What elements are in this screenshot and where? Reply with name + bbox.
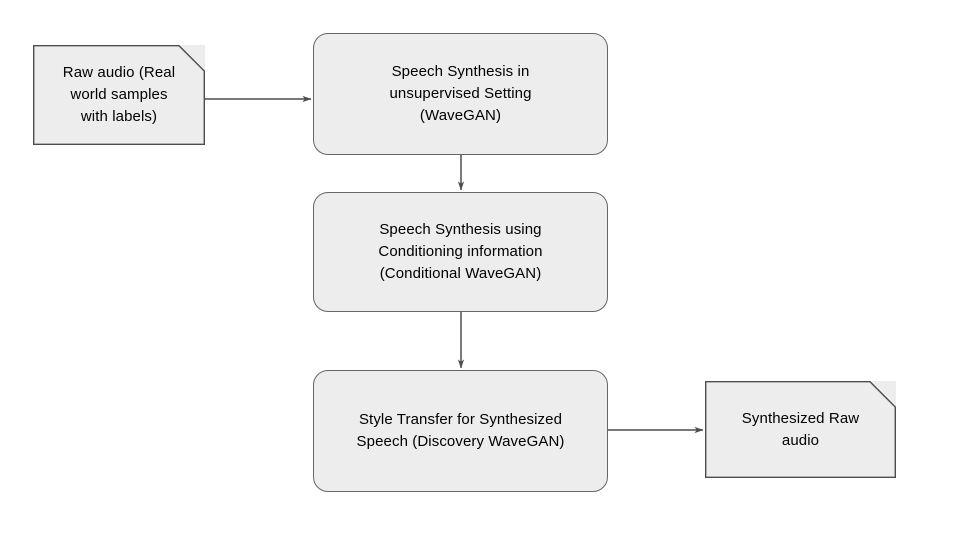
node-conditional-wavegan[interactable]: Speech Synthesis using Conditioning info…	[313, 192, 608, 312]
document-shape-icon	[33, 45, 205, 145]
node-wavegan-label: Speech Synthesis in unsupervised Setting…	[389, 63, 532, 124]
node-synthesized-raw-audio[interactable]: Synthesized Raw audio	[705, 381, 896, 478]
node-raw-audio-label: Raw audio (Real world samples with label…	[62, 64, 176, 125]
node-conditional-wavegan-label: Speech Synthesis using Conditioning info…	[378, 221, 543, 282]
node-discovery-wavegan-label: Style Transfer for Synthesized Speech (D…	[356, 411, 565, 450]
node-synthesized-raw-audio-label: Synthesized Raw audio	[741, 409, 860, 449]
node-raw-audio[interactable]: Raw audio (Real world samples with label…	[33, 45, 205, 145]
document-shape-icon	[705, 381, 896, 478]
node-wavegan[interactable]: Speech Synthesis in unsupervised Setting…	[313, 33, 608, 155]
node-discovery-wavegan[interactable]: Style Transfer for Synthesized Speech (D…	[313, 370, 608, 492]
